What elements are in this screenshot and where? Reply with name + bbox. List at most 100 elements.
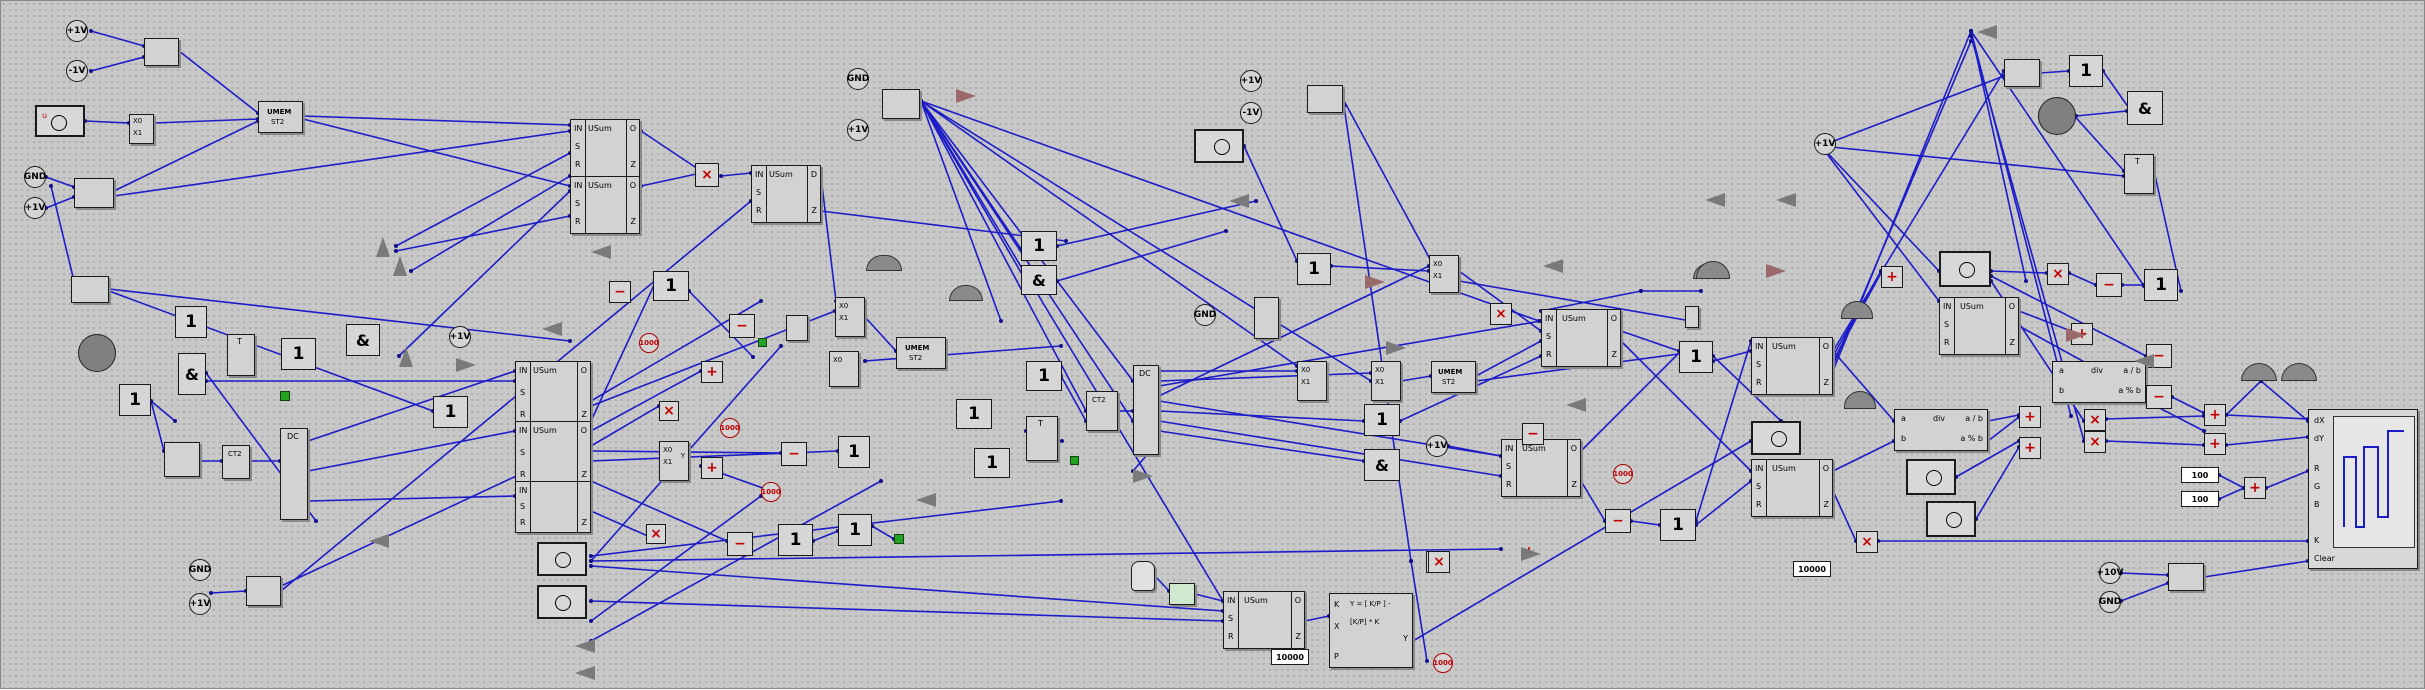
usum-block-5[interactable]: IN USum S R O Z (515, 421, 591, 487)
voltage-probe-2[interactable]: 1000 (720, 418, 740, 438)
plus1v-source-7[interactable]: +1V (1426, 435, 1448, 457)
selector-block-6[interactable]: X0 X1 (1371, 361, 1401, 401)
matrix-block-2[interactable] (882, 89, 920, 119)
matrix-block-1[interactable] (74, 178, 114, 208)
constant-10000-2[interactable]: 10000 (1793, 561, 1831, 577)
plus1v-source-2[interactable]: +1V (24, 197, 46, 219)
not-gate-12[interactable]: 1 (974, 448, 1010, 478)
plus-op-4[interactable]: + (1881, 266, 1903, 288)
and-gate-3[interactable]: & (1021, 265, 1057, 295)
times-op-1[interactable]: × (695, 163, 719, 187)
not-gate-14[interactable]: 1 (1364, 404, 1400, 436)
voltmeter-display-8[interactable] (1926, 501, 1976, 537)
times-op-9[interactable]: × (2084, 409, 2106, 431)
times-op-4[interactable]: × (1490, 303, 1512, 325)
voltage-probe-3[interactable]: 1000 (761, 482, 781, 502)
selector-block-7[interactable]: X0 X1 (1429, 255, 1459, 293)
voltage-probe-5[interactable]: 1000 (1433, 653, 1453, 673)
plus-op-2[interactable]: + (701, 457, 723, 479)
umem-block-1[interactable]: UMEM ST2 (258, 101, 303, 133)
usum-block-8[interactable]: IN USum S R O Z (1501, 439, 1581, 497)
usum-block-2[interactable]: IN USum S R O Z (570, 176, 640, 234)
not-gate-17[interactable]: 1 (2069, 55, 2103, 87)
minus1v-source[interactable]: -1V (66, 60, 88, 82)
usum-block-11[interactable]: IN USum S R O Z (1751, 459, 1833, 517)
plus-op-1[interactable]: + (701, 361, 723, 383)
gnd-source-4[interactable]: GND (1194, 304, 1216, 326)
usum-block-7[interactable]: IN USum S R O Z (1541, 309, 1621, 367)
selector-x0x1[interactable]: X0 X1 (129, 114, 154, 144)
not-gate-10[interactable]: 1 (1026, 361, 1062, 391)
plus10v-source[interactable]: +10V (2096, 562, 2124, 584)
times-op-6[interactable]: × (1428, 551, 1450, 573)
minus-op-9[interactable]: − (2146, 385, 2172, 409)
voltmeter-display-4[interactable] (1194, 129, 1244, 163)
times-op-8[interactable]: × (2047, 263, 2069, 285)
usum-block-1[interactable]: IN USum S R O Z (570, 119, 640, 177)
switch-block-2[interactable] (71, 276, 109, 303)
minus-op-5[interactable]: − (1522, 423, 1544, 445)
not-gate-18[interactable]: 1 (2144, 269, 2178, 301)
usum-block-10[interactable]: IN USum S R O Z (1751, 337, 1833, 395)
plus-op-9[interactable]: + (2204, 433, 2226, 455)
voltmeter-display-2[interactable] (537, 542, 587, 576)
and-gate-5[interactable]: & (2127, 91, 2163, 125)
plus-op-10[interactable]: + (2244, 477, 2266, 499)
gnd-source-5[interactable]: GND (2099, 591, 2121, 613)
constant-10000-1[interactable]: 10000 (1271, 649, 1309, 665)
minus-op-2[interactable]: − (729, 314, 755, 338)
not-gate-4[interactable]: 1 (433, 396, 468, 428)
minus1v-source-2[interactable]: -1V (1240, 102, 1262, 124)
not-gate-7[interactable]: 1 (778, 524, 813, 556)
not-gate-8[interactable]: 1 (838, 514, 872, 546)
and-gate-4[interactable]: & (1364, 449, 1400, 481)
minus-op-4[interactable]: − (781, 442, 807, 466)
t-flipflop-1[interactable]: T (227, 334, 255, 376)
signal-shaper-block[interactable] (1131, 561, 1155, 591)
constant-100-2[interactable]: 100 (2181, 491, 2219, 507)
switch-block-6[interactable] (2004, 59, 2040, 87)
umem-block-2[interactable]: UMEM ST2 (896, 337, 946, 369)
plus-op-8[interactable]: + (2204, 404, 2226, 426)
t-flipflop-4[interactable]: T (2124, 154, 2154, 194)
minus-op-7[interactable]: − (2096, 273, 2122, 297)
not-gate-11[interactable]: 1 (956, 399, 992, 429)
voltmeter-display-7[interactable] (1906, 459, 1956, 495)
plus1v-source[interactable]: +1V (66, 20, 88, 42)
minus-op-1[interactable]: − (609, 281, 631, 303)
not-gate-16[interactable]: 1 (1679, 341, 1713, 373)
division-block-1[interactable]: a b div a / b a % b (1894, 409, 1988, 451)
dc-decoder-1[interactable]: DC (280, 428, 308, 520)
plus-op-6[interactable]: + (2019, 406, 2041, 428)
not-gate-6[interactable]: 1 (838, 436, 870, 468)
usum-block-9[interactable]: IN USum S R O Z (1223, 591, 1305, 649)
and-gate-2[interactable]: & (346, 324, 380, 356)
plus1v-source-4[interactable]: +1V (449, 326, 471, 348)
selector-block-3[interactable]: X0 X1 (835, 297, 865, 337)
and-gate-1[interactable]: & (178, 353, 206, 395)
selector-block-4[interactable]: X0 (829, 351, 859, 387)
times-op-3[interactable]: × (646, 524, 666, 544)
not-gate-3[interactable]: 1 (281, 338, 316, 370)
gnd-source-3[interactable]: GND (847, 68, 869, 90)
diode-block-2[interactable] (1685, 306, 1699, 328)
plus1v-source-3[interactable]: +1V (189, 593, 211, 615)
switch-block-4[interactable] (246, 576, 281, 606)
times-op-10[interactable]: × (2084, 431, 2106, 453)
dc-decoder-2[interactable]: DC (1133, 365, 1159, 455)
minus-op-6[interactable]: − (1605, 509, 1631, 533)
voltage-probe-1[interactable]: 1000 (639, 333, 659, 353)
not-gate-13[interactable]: 1 (1297, 253, 1331, 285)
clock-source-block[interactable] (1169, 583, 1195, 605)
not-gate-5[interactable]: 1 (653, 271, 689, 301)
voltmeter-display[interactable]: u (35, 105, 85, 137)
divide-formula-block[interactable]: K X P Y = [ K/P ] - [K/P] * K Y (1329, 593, 1413, 668)
t-flipflop-3[interactable] (1254, 297, 1279, 339)
gnd-source-2[interactable]: GND (189, 559, 211, 581)
plus1v-source-6[interactable]: +1V (1240, 70, 1262, 92)
minus-op-3[interactable]: − (727, 532, 753, 556)
plus1v-source-8[interactable]: +1V (1814, 133, 1836, 155)
voltmeter-display-3[interactable] (537, 585, 587, 619)
usum-block-3[interactable]: IN USum S R D Z (751, 165, 821, 223)
gnd-source-1[interactable]: GND (24, 166, 46, 188)
